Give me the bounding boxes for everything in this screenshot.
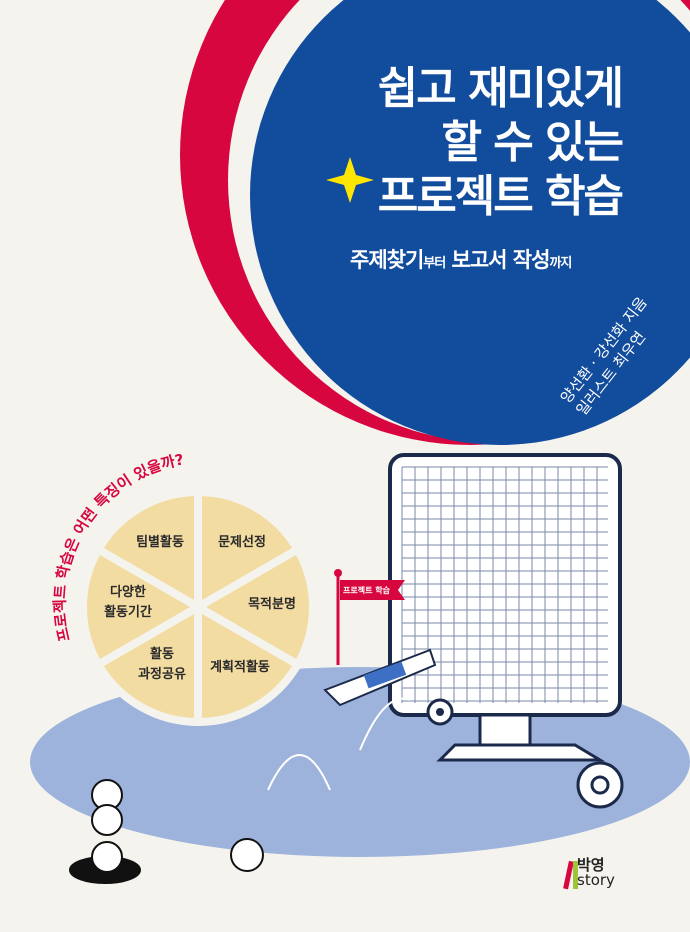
- gear-icon: [426, 698, 624, 809]
- pie-chart: [79, 487, 317, 727]
- title-line: 쉽고 재미있게: [377, 63, 624, 114]
- golf-balls: [69, 779, 264, 884]
- title-line: 할 수 있는: [441, 117, 624, 168]
- pie-wedge: [92, 600, 203, 727]
- pie-wedge: [79, 544, 207, 670]
- pie-wedge: [92, 487, 203, 614]
- pie-label: 다양한 활동기간: [104, 585, 152, 620]
- bounce-trail: [267, 697, 411, 791]
- pie-label: 계획적활동: [210, 660, 270, 675]
- flag-label: 프로젝트 학습: [343, 586, 390, 595]
- subtitle-part: 주제찾기: [350, 248, 424, 272]
- pie-wedge: [190, 544, 317, 670]
- subtitle: 주제찾기부터 보고서 작성까지: [350, 244, 572, 274]
- pie-label: 목적분명: [248, 597, 296, 612]
- pie-label: 팀별활동: [136, 535, 184, 550]
- subtitle-part: 까지: [549, 256, 572, 271]
- publisher-logo-icon: [563, 860, 578, 890]
- monitor: [388, 453, 622, 762]
- pie-label: 활동 과정공유: [138, 647, 186, 682]
- pie-wedge: [193, 487, 304, 614]
- title-line: 프로젝트 학습: [377, 171, 624, 222]
- pie-wedge: [193, 600, 304, 727]
- star-icon: [326, 157, 374, 203]
- publisher-en: story: [577, 871, 615, 889]
- blue-circle: [250, 0, 690, 445]
- caliper-icon: [323, 648, 437, 707]
- publisher-kr: 박영: [577, 856, 605, 874]
- publisher-logo: 박영 story: [577, 858, 615, 888]
- pie-label: 문제선정: [218, 535, 266, 550]
- book-title: 쉽고 재미있게 할 수 있는 프로젝트 학습: [377, 62, 624, 224]
- subtitle-part: 부터: [423, 256, 446, 271]
- subtitle-part: 보고서 작성: [445, 248, 551, 272]
- flag: [334, 569, 405, 665]
